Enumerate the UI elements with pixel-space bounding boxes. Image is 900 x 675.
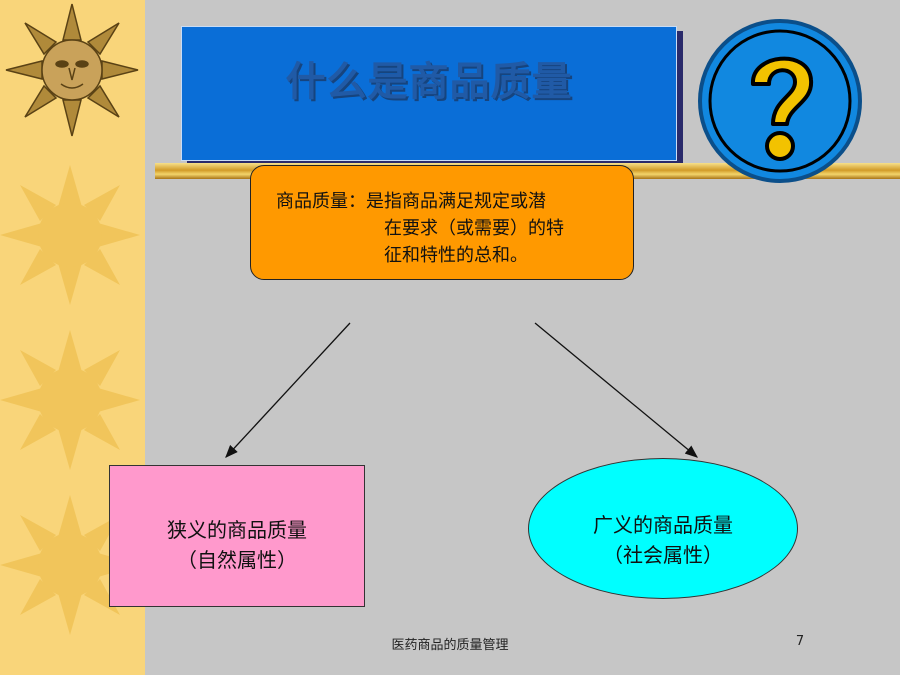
broad-subtitle: （社会属性） bbox=[603, 543, 723, 567]
sun-icon bbox=[0, 495, 140, 635]
definition-line-3: 征和特性的总和。 bbox=[384, 245, 528, 266]
sun-icon bbox=[0, 165, 140, 305]
broad-title: 广义的商品质量 bbox=[593, 513, 733, 537]
sun-icon bbox=[0, 330, 140, 470]
page-number: 7 bbox=[795, 634, 805, 649]
arrow-to-narrow bbox=[225, 322, 351, 458]
narrow-title: 狭义的商品质量 bbox=[167, 518, 307, 542]
title-box: 什么是商品质量 bbox=[181, 26, 677, 161]
narrow-subtitle: （自然属性） bbox=[177, 548, 297, 572]
definition-line-1: 商品质量：是指商品满足规定或潜 bbox=[276, 191, 546, 212]
sun-face-icon bbox=[5, 3, 139, 137]
slide-footer: 医药商品的质量管理 bbox=[391, 638, 509, 653]
question-mark-icon bbox=[698, 19, 862, 183]
narrow-quality-box: 狭义的商品质量 （自然属性） bbox=[109, 465, 365, 607]
definition-box: 商品质量：是指商品满足规定或潜 在要求（或需要）的特 征和特性的总和。 bbox=[250, 165, 634, 280]
definition-line-2: 在要求（或需要）的特 bbox=[384, 218, 564, 239]
broad-quality-ellipse: 广义的商品质量 （社会属性） bbox=[528, 458, 798, 599]
arrow-to-broad bbox=[534, 322, 699, 458]
slide-title: 什么是商品质量 bbox=[285, 59, 573, 105]
